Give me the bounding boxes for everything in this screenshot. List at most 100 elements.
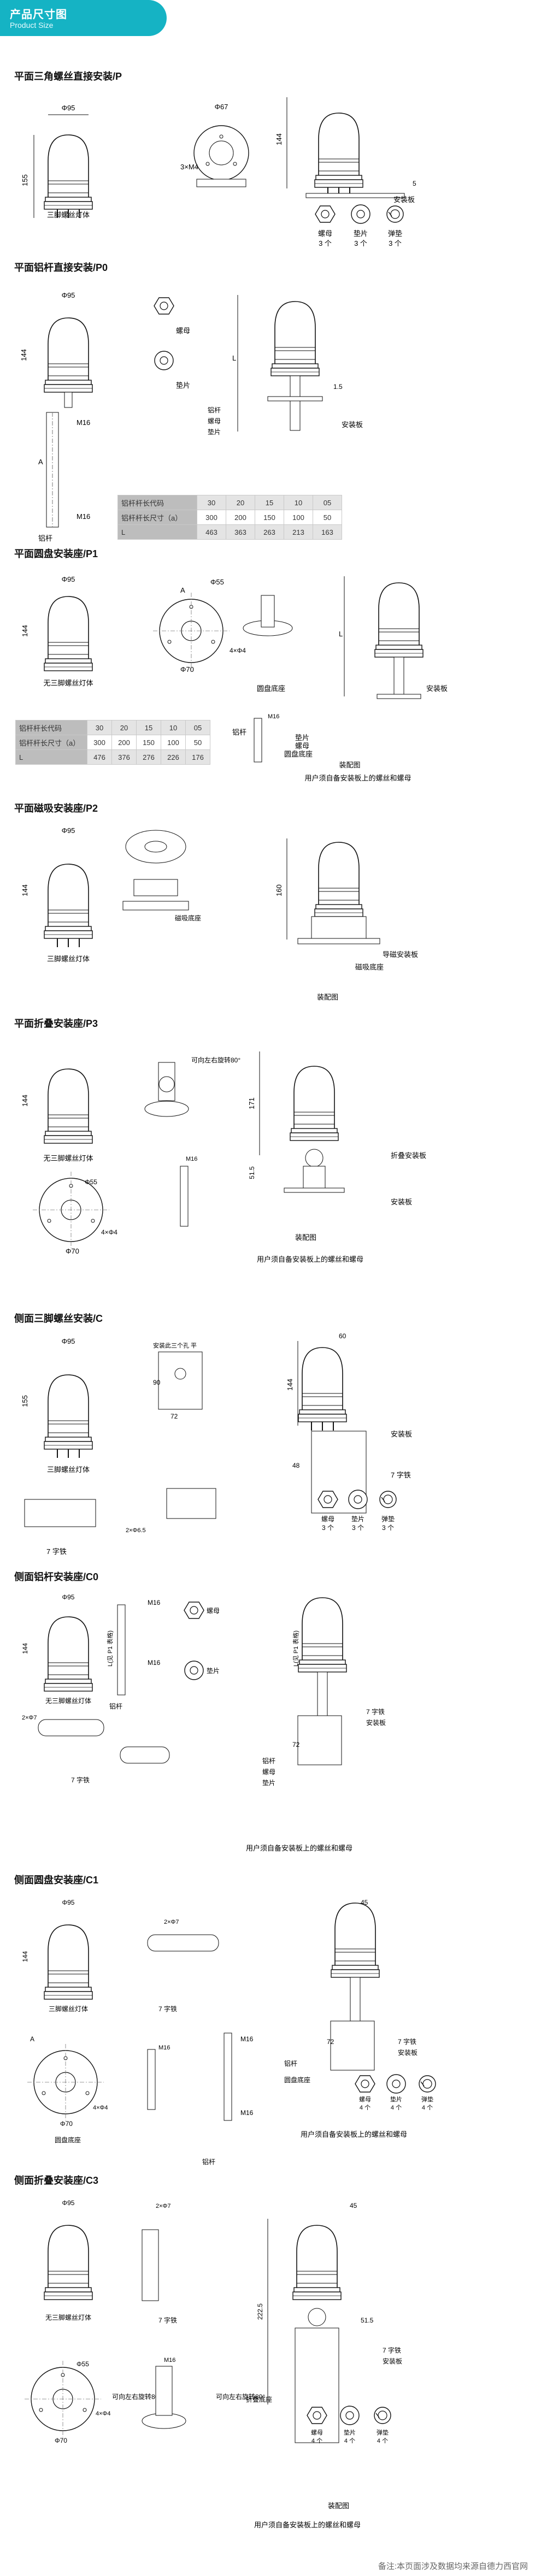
label-washer-c: 垫片 [351, 1515, 364, 1523]
label-no-thread-c0: 无三脚螺丝灯体 [45, 1697, 91, 1705]
label-nut-p1: 螺母 [295, 742, 309, 750]
label-rod-p0b: 铝杆 [208, 406, 221, 414]
diagram-c3: Φ95 无三脚螺丝灯体 2×Φ7 7 字铁 Φ55 Φ70 4×Φ4 可向左右旋… [24, 2199, 402, 2529]
dim-h144-c0: 144 [21, 1643, 29, 1654]
dim-rodlen-c0: L(见 P1 表格) [106, 1630, 114, 1667]
title-cn: 产品尺寸图 [10, 9, 67, 21]
section-title-c0: 侧面铝杆安装座/C0 [14, 1571, 99, 1582]
pcs-c1-3: 4 个 [422, 2104, 433, 2111]
dim-h144: 144 [275, 133, 283, 145]
diagram-p2: Φ95 144 三脚螺丝灯体 磁吸底座 160 导磁安装板 磁吸底座 装配图 [21, 826, 418, 1001]
label-base-c1b: 圆盘底座 [284, 2076, 310, 2084]
label-bracket-p3: 安装板 [391, 1198, 412, 1206]
label-base-c1: 圆盘底座 [55, 2136, 81, 2144]
label-nut-c0b: 螺母 [262, 1768, 275, 1776]
label-washer-c0b: 垫片 [262, 1779, 275, 1787]
dim-d95-c3: Φ95 [62, 2199, 75, 2207]
section-title-p1: 平面圆盘安装座/P1 [14, 548, 98, 559]
label-washer-p0b: 垫片 [208, 428, 221, 436]
dim-72-c: 72 [170, 1413, 178, 1420]
dim-15-p0: 1.5 [333, 383, 343, 391]
label-seven-c1b: 7 字铁 [398, 2037, 416, 2046]
dim-h144-c: 144 [286, 1379, 294, 1391]
pcs-c-3: 3 个 [382, 1524, 394, 1532]
dim-h144-p3: 144 [21, 1095, 29, 1107]
label-mount-p2: 装配图 [317, 993, 338, 1001]
dim-h2-c0: 2×Φ7 [22, 1715, 37, 1721]
dim-h2-c1: 2×Φ7 [164, 1919, 179, 1925]
dim-d55-p3: Φ55 [85, 1178, 97, 1186]
label-rod-c1b: 铝杆 [284, 2059, 297, 2067]
label-rod-c1: 铝杆 [202, 2158, 215, 2166]
dim-m16-c0a: M16 [148, 1599, 161, 1606]
section-title-p0: 平面铝杆直接安装/P0 [14, 262, 108, 273]
label-rod-p0: 铝杆 [38, 534, 52, 542]
dim-L-p1: L [339, 630, 343, 638]
title-banner: 产品尺寸图 Product Size [0, 0, 167, 36]
dim-rodlen-c0b: L(见 P1 表格) [292, 1630, 299, 1667]
label-thread-c1: 三脚螺丝灯体 [49, 2005, 88, 2013]
dim-4h-p1: 4×Φ4 [230, 647, 246, 654]
label-bracket-p2: 导磁安装板 [383, 950, 418, 959]
dim-d95-p0: Φ95 [62, 291, 75, 299]
diagram-p3: 144 无三脚螺丝灯体 可向左右旋转80° Φ55 Φ70 4×Φ4 M16 1… [21, 1051, 426, 1263]
label-washer-p0: 垫片 [176, 381, 190, 389]
pcs-c1-2: 4 个 [391, 2104, 402, 2111]
pcs-c3-2: 4 个 [344, 2437, 355, 2444]
section-title-c1: 侧面圆盘安装座/C1 [14, 1875, 99, 1886]
section-title-c: 侧面三脚螺丝安装/C [14, 1313, 103, 1324]
label-no-thread-p3: 无三脚螺丝灯体 [43, 1154, 93, 1162]
label-seven-c2: 7 字铁 [391, 1471, 411, 1479]
dim-d95-p1: Φ95 [62, 575, 75, 583]
section-title-p: 平面三角螺丝直接安装/P [14, 71, 122, 82]
diagram-p0: Φ95 144 螺母 垫片 M16 M16 A 铝杆 L 1.5 安装板 铝杆 … [20, 291, 363, 542]
label-bracket-c1: 安装板 [398, 2048, 417, 2057]
dim-d70-p1: Φ70 [180, 665, 194, 673]
dim-d95-c1: Φ95 [62, 1899, 75, 1906]
dim-4h-c3: 4×Φ4 [96, 2410, 110, 2417]
dim-h222-c3: 222.5 [256, 2303, 264, 2320]
dim-60-c: 60 [339, 1332, 346, 1340]
label-nut-c1: 螺母 [359, 2096, 371, 2103]
pcs-c-2: 3 个 [352, 1524, 364, 1532]
label-nut-p0b: 螺母 [208, 417, 221, 425]
label-no-thread-c3: 无三脚螺丝灯体 [45, 2313, 91, 2321]
note-p3: 用户须自备安装板上的螺丝和螺母 [257, 1255, 363, 1263]
dim-72-c0: 72 [292, 1741, 300, 1748]
dim-hs-c: 2×Φ6.5 [126, 1527, 146, 1534]
dim-a-p0: A [38, 458, 43, 466]
dim-h144-p0: 144 [20, 349, 28, 361]
label-seven-c: 7 字铁 [46, 1547, 67, 1556]
label-nut-c3: 螺母 [311, 2429, 323, 2436]
dim-45-c3: 45 [350, 2202, 357, 2209]
label-thread-c: 三脚螺丝灯体 [47, 1466, 90, 1474]
section-title-p2: 平面磁吸安装座/P2 [14, 803, 98, 814]
dim-d95-p2: Φ95 [62, 826, 75, 835]
dim-d55-p1: Φ55 [210, 578, 224, 586]
label-washer-p: 垫片 [354, 229, 368, 238]
diagram-p: Φ95 155 三脚螺丝灯体 Φ67 3×M4 144 5 安装板 螺母 垫片 … [21, 97, 416, 247]
dim-h155: 155 [21, 174, 29, 186]
dim-n5: 5 [413, 180, 416, 187]
note-c0: 用户须自备安装板上的螺丝和螺母 [246, 1844, 352, 1852]
label-mag-p2: 磁吸底座 [175, 914, 201, 922]
dim-h144-p1: 144 [21, 625, 29, 637]
label-spring-c: 弹垫 [381, 1515, 395, 1523]
pcs-p-3: 3 个 [389, 239, 402, 247]
dim-h171-p3: 171 [248, 1097, 256, 1109]
label-bracket-c3: 安装板 [383, 2357, 402, 2365]
diagram-c1: Φ95 144 三脚螺丝灯体 2×Φ7 7 字铁 A Φ70 4×Φ4 圆盘底座… [21, 1899, 436, 2166]
label-nut-p0: 螺母 [176, 327, 190, 335]
dim-48-c: 48 [292, 1462, 300, 1469]
dim-d95-c: Φ95 [62, 1337, 75, 1345]
dim-m16-p3: M16 [186, 1156, 197, 1162]
dim-h2-c3: 2×Φ7 [156, 2203, 170, 2209]
dim-90-c: 90 [153, 1379, 161, 1386]
dim-h160-p2: 160 [275, 884, 283, 896]
dim-45-c1: 45 [361, 1899, 368, 1906]
note-c1: 用户须自备安装板上的螺丝和螺母 [301, 2130, 407, 2138]
